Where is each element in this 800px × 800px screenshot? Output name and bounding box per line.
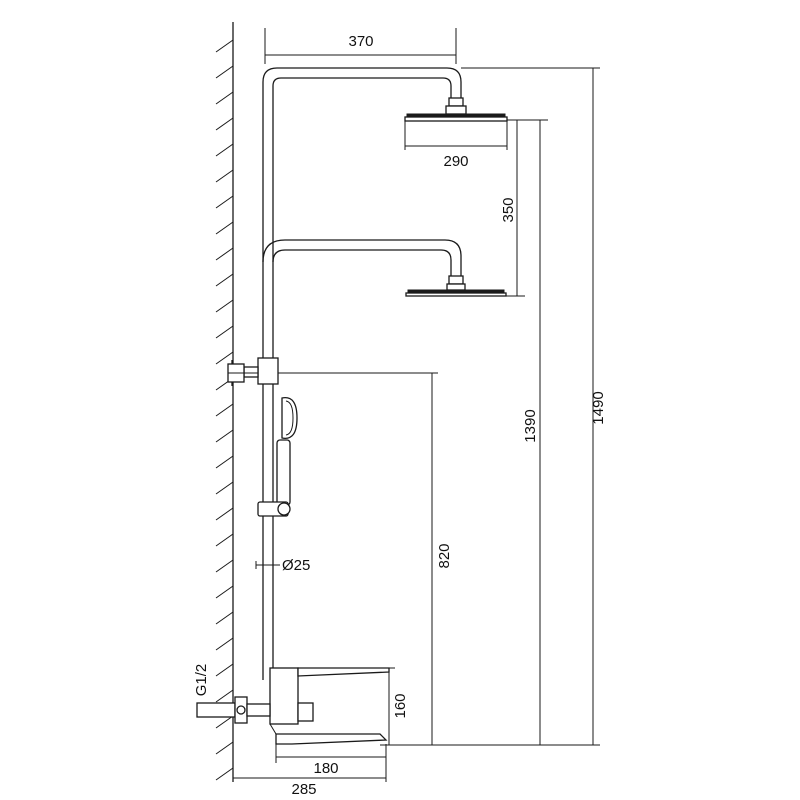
inlet-bolt (236, 705, 246, 715)
wall-hatch-mark (215, 351, 234, 365)
diverter-assembly (227, 357, 279, 386)
wall-hatch-mark (215, 559, 234, 573)
wall-hatch-mark (215, 117, 234, 131)
riser-outer-line (262, 67, 462, 680)
lower-arm-inner (272, 249, 452, 276)
wall-hatch-mark (215, 507, 234, 521)
slide-knob (277, 502, 291, 516)
mixer-body (269, 667, 299, 725)
lower-head-plate (405, 292, 507, 297)
inlet-connector (246, 703, 271, 717)
wall-hatch-mark (215, 585, 234, 599)
wall-hatch-mark (215, 663, 234, 677)
hand-shower-head (281, 397, 298, 439)
hand-shower-face (285, 400, 294, 436)
label-370: 370 (348, 33, 373, 50)
riser-inner-line (272, 77, 452, 680)
diverter-body (257, 357, 279, 385)
wall-hatch-mark (215, 195, 234, 209)
wall (215, 22, 234, 782)
wall-hatch-mark (215, 299, 234, 313)
wall-hatch-mark (215, 533, 234, 547)
riser-pipe (262, 67, 462, 680)
wall-hatch-mark (215, 221, 234, 235)
label-g12: G1/2 (193, 664, 210, 697)
wall-hatch-mark (215, 767, 234, 781)
wall-hatch-mark (215, 91, 234, 105)
lower-shower-arm (262, 239, 462, 276)
label-1390: 1390 (522, 409, 539, 442)
wall-hatch-mark (215, 169, 234, 183)
wall-hatch-mark (215, 65, 234, 79)
wall-hatch-mark (215, 247, 234, 261)
label-285: 285 (291, 781, 316, 798)
lower-head-nut (448, 275, 464, 285)
mixer-lever (297, 667, 390, 677)
spout-connector (269, 723, 277, 735)
label-160: 160 (392, 693, 409, 718)
mixer-outlet (297, 702, 314, 722)
wall-hatch-mark (215, 39, 234, 53)
wall-hatch-mark (215, 455, 234, 469)
wall-hatching (215, 39, 234, 781)
wall-hatch-mark (215, 143, 234, 157)
wall-hatch-mark (215, 715, 234, 729)
label-d25: Ø25 (282, 557, 310, 574)
wall-bracket (243, 366, 259, 378)
wall-hatch-mark (215, 741, 234, 755)
lower-arm-outer (262, 239, 462, 276)
top-head-nut (448, 97, 464, 107)
inlet-pipe (196, 702, 236, 718)
wall-hatch-mark (215, 325, 234, 339)
wall-hatch-mark (215, 403, 234, 417)
dimension-lines (232, 28, 600, 782)
bath-spout (275, 733, 388, 745)
wall-hatch-mark (215, 273, 234, 287)
dimension-labels: 370 290 350 1490 1390 820 Ø25 G1/2 160 1… (193, 33, 607, 798)
wall-hatch-mark (215, 637, 234, 651)
wall-hatch-mark (215, 611, 234, 625)
top-shower-head (404, 97, 508, 122)
hand-shower-handle (276, 439, 291, 506)
label-180: 180 (313, 760, 338, 777)
label-350: 350 (500, 197, 517, 222)
wall-hatch-mark (215, 429, 234, 443)
label-1490: 1490 (590, 391, 607, 424)
lower-head-joint (446, 283, 466, 291)
top-head-joint (445, 105, 467, 115)
wall-hatch-mark (215, 689, 234, 703)
hand-shower (257, 397, 298, 517)
lower-shower-head (405, 275, 507, 297)
wall-hatch-mark (215, 481, 234, 495)
label-290: 290 (443, 153, 468, 170)
top-head-plate (404, 116, 508, 122)
label-820: 820 (436, 543, 453, 568)
bath-mixer (196, 667, 390, 745)
